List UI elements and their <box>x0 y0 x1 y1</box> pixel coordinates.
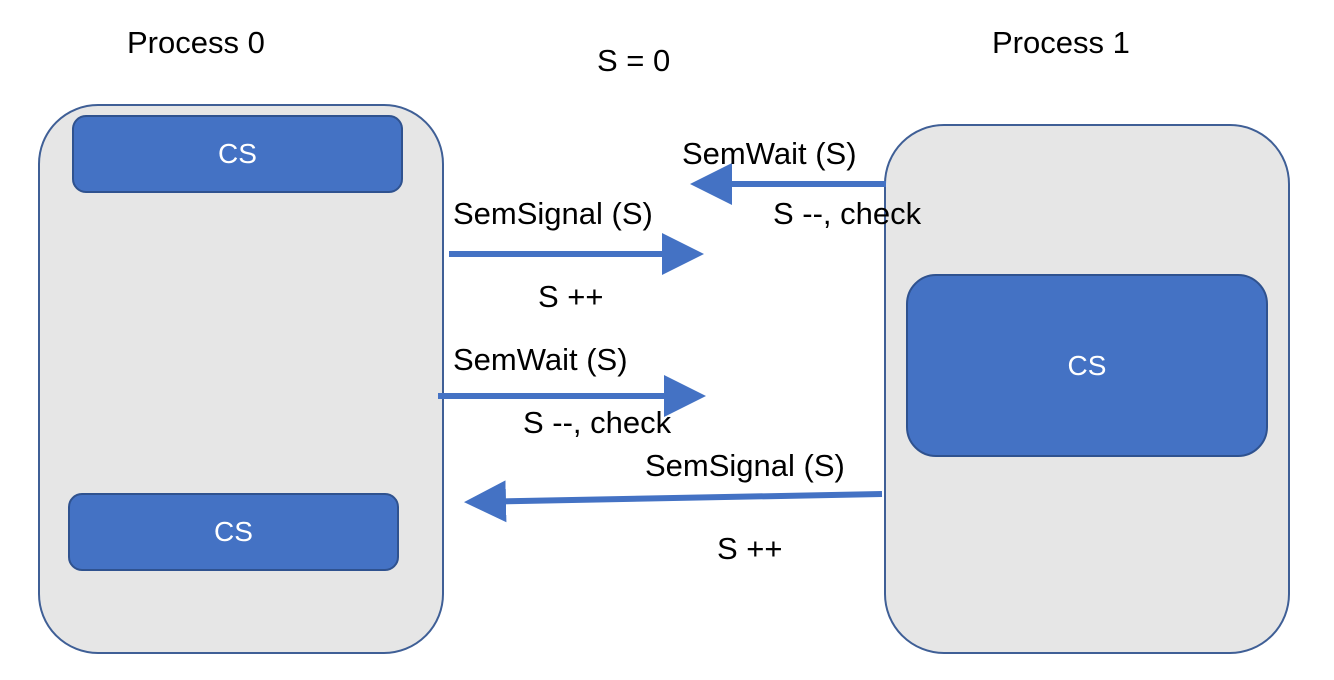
msg3-label: SemWait (S) <box>453 342 628 377</box>
semaphore-init-label: S = 0 <box>597 43 671 78</box>
msg2-label: SemSignal (S) <box>453 196 653 231</box>
process1-title: Process 1 <box>992 25 1130 60</box>
msg4-sub: S ++ <box>717 531 783 566</box>
msg4-label: SemSignal (S) <box>645 448 845 483</box>
msg1-label: SemWait (S) <box>682 136 857 171</box>
process0-cs-top: CS <box>72 115 403 193</box>
process0-title: Process 0 <box>127 25 265 60</box>
arrow-semsignal-p1-to-p0 <box>464 480 883 523</box>
msg2-sub: S ++ <box>538 279 604 314</box>
process0-cs-bottom: CS <box>68 493 399 571</box>
process1-cs: CS <box>906 274 1268 457</box>
msg1-sub: S --, check <box>773 196 922 231</box>
msg3-sub: S --, check <box>523 405 672 440</box>
